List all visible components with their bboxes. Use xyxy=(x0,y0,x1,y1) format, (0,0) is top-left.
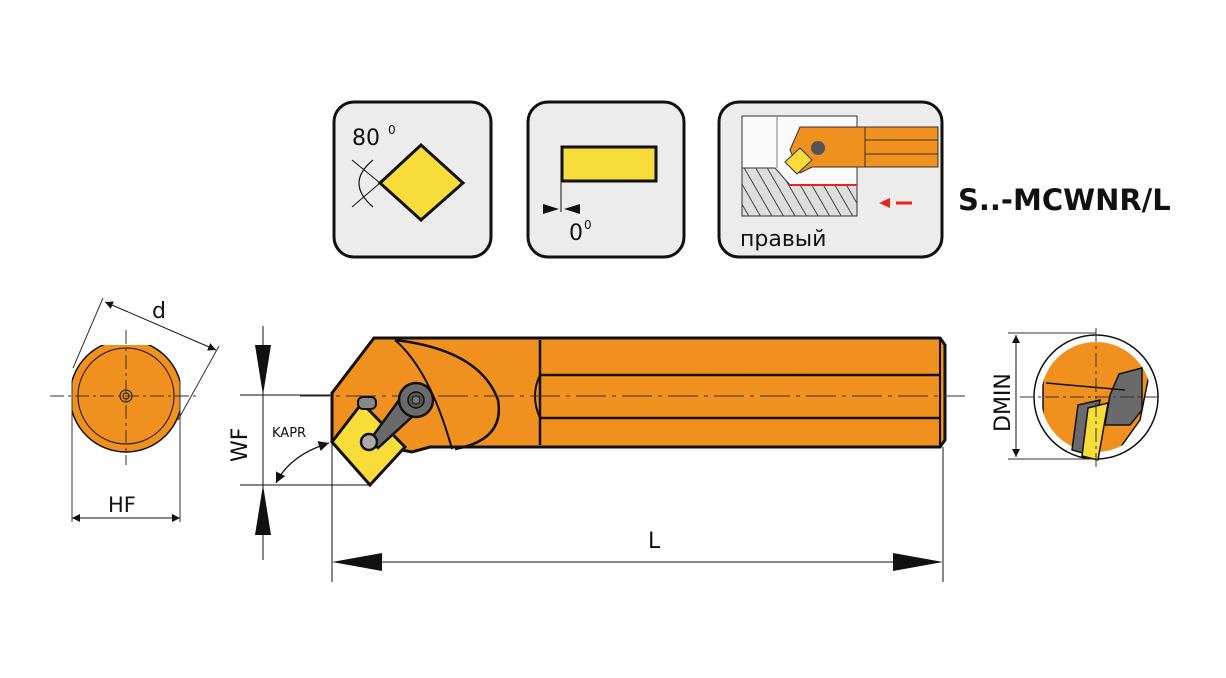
kapr-label: KAPR xyxy=(272,426,306,441)
hf-label: HF xyxy=(108,493,136,517)
left-end-view: HF d xyxy=(50,297,220,522)
insert-angle-label: 80 xyxy=(352,126,380,151)
l-label: L xyxy=(648,529,661,554)
product-title: S..-MCWNR/L xyxy=(958,183,1171,217)
d-label: d xyxy=(152,299,166,324)
tool-side-view xyxy=(300,336,965,488)
insert-profile-icon xyxy=(560,145,658,183)
wf-label: WF xyxy=(228,428,253,462)
clearance-angle-panel: 0 0 xyxy=(526,100,686,259)
degree-mark: 0 xyxy=(584,218,592,232)
rhombic-insert-icon xyxy=(377,142,466,223)
degree-mark: 0 xyxy=(388,123,396,137)
wf-dimension: WF KAPR xyxy=(228,326,370,560)
right-end-view: DMIN xyxy=(991,328,1160,470)
l-dimension: L xyxy=(331,395,944,582)
insert-shape-panel: 80 0 xyxy=(332,100,493,259)
insert-icon xyxy=(784,147,813,175)
clearance-angle-label: 0 xyxy=(569,221,583,246)
hand-panel: правый xyxy=(717,100,944,259)
kapr-arc xyxy=(275,441,330,484)
hand-label: правый xyxy=(740,227,826,252)
dmin-label: DMIN xyxy=(991,373,1016,432)
angle-arc-icon xyxy=(358,159,374,208)
